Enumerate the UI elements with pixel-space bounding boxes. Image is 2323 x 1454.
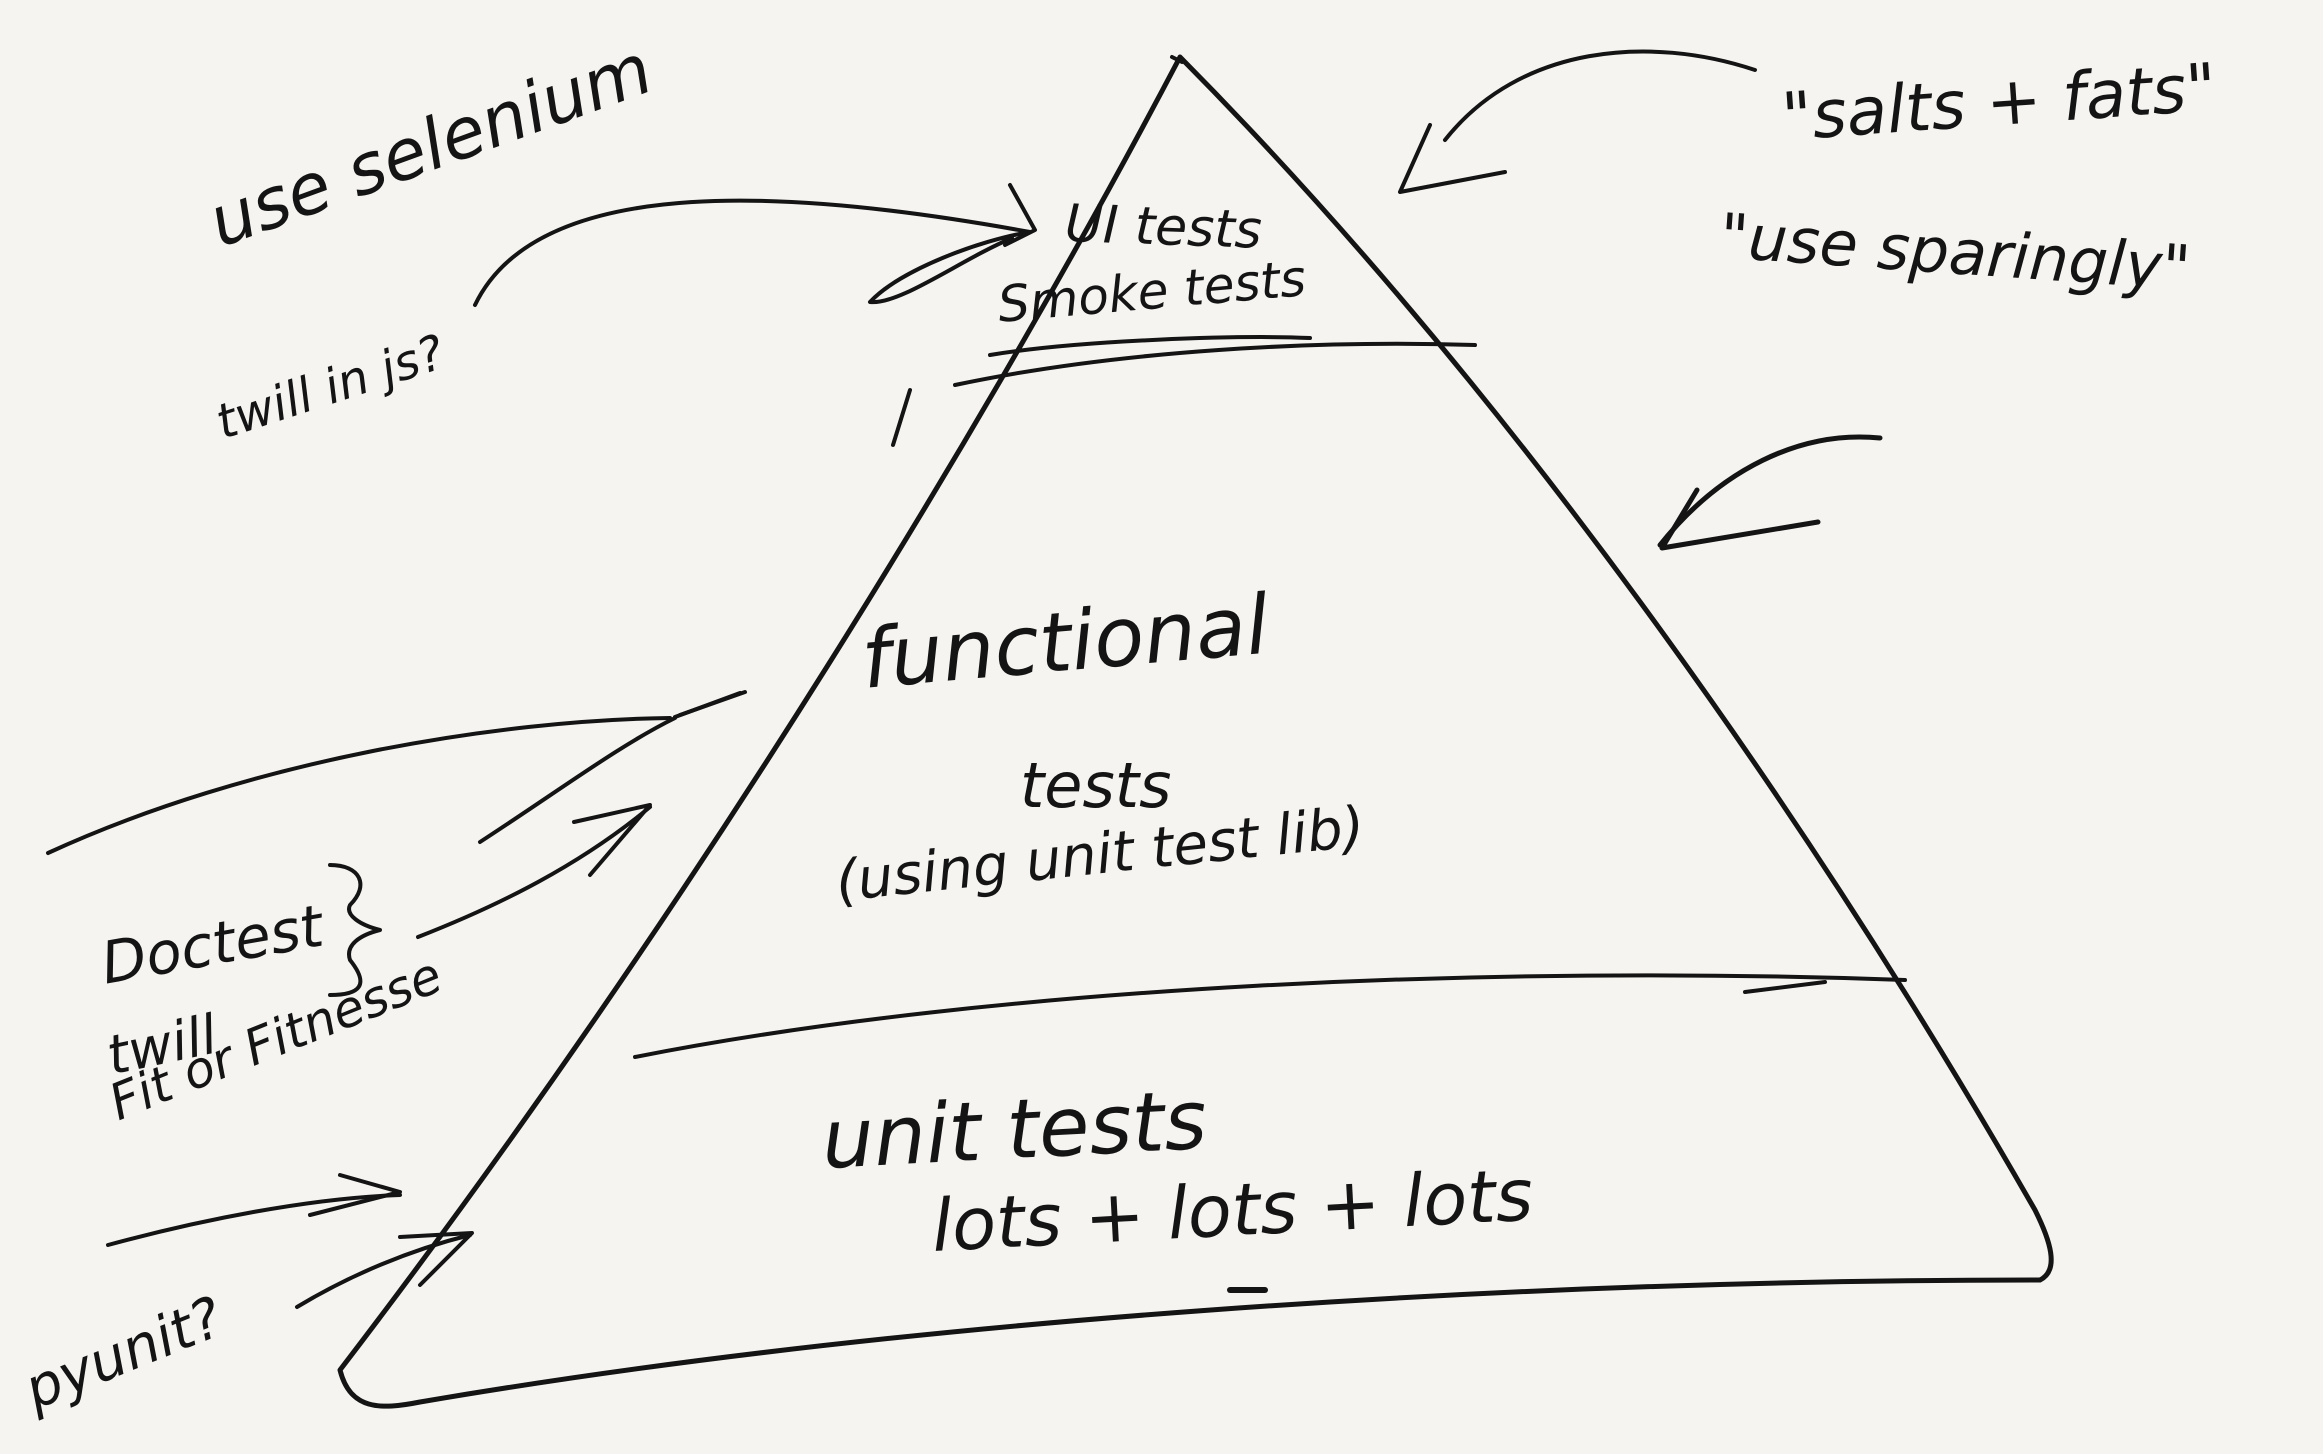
doctest-arrow-head [572, 803, 652, 877]
left-arrow-2-head [678, 690, 747, 717]
middle-divider-tick [1743, 980, 1827, 994]
curly-brace [328, 863, 382, 997]
selenium-arrow-head [1003, 183, 1037, 247]
unit-tests-label: unit tests [819, 1072, 1210, 1188]
middle-layer-divider [633, 973, 1907, 1059]
left-arrow-2 [478, 716, 677, 844]
left-arrow-1 [46, 716, 672, 855]
ui-tests-label: UI tests [1063, 194, 1263, 261]
smoke-tests-underline [988, 335, 1312, 357]
pyunit-arrow-1 [106, 1193, 402, 1247]
functional-tests-label: tests [1020, 749, 1172, 822]
right-mid-arrow [1657, 434, 1883, 548]
pyunit-arrow-2-head [398, 1231, 474, 1287]
salts-fats-arrow-head [1398, 123, 1507, 194]
right-mid-arrow-head [1659, 487, 1821, 551]
pyramid-outline [337, 54, 2054, 1409]
peak-tick [1170, 55, 1184, 64]
doctest-arrow [416, 805, 652, 939]
selenium-arrow [473, 198, 1032, 307]
top-layer-divider [953, 341, 1477, 387]
left-side-tick [891, 388, 912, 447]
ui-loop-arrow [868, 230, 1032, 305]
salts-fats-arrow [1443, 49, 1757, 142]
pyunit-arrow-1-head [308, 1173, 402, 1217]
pyunit-arrow-2 [295, 1233, 472, 1309]
